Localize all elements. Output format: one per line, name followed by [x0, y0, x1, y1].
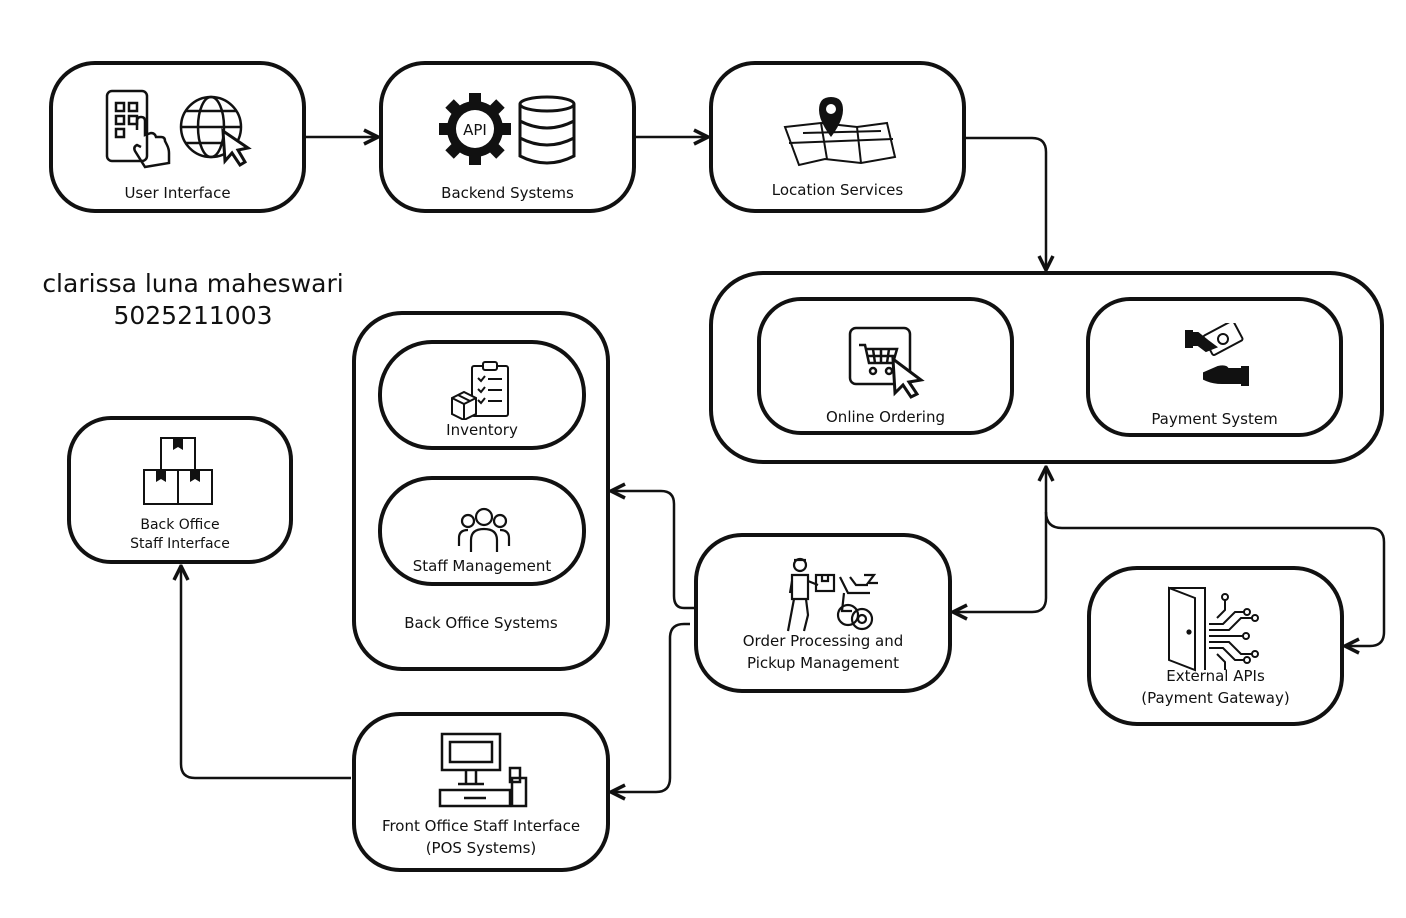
api-badge: API [463, 121, 487, 139]
back-office-staff-label-1: Back Office [140, 517, 220, 533]
front-office-label-2: (POS Systems) [425, 839, 537, 857]
order-processing-label-1: Order Processing and [742, 632, 904, 650]
back-office-staff-label-2: Staff Interface [130, 536, 230, 552]
arrow-location-to-ordering [966, 136, 1046, 270]
inventory-node: Inventory [378, 340, 586, 450]
location-services-node: Location Services [709, 61, 966, 213]
backend-systems-label: Backend Systems [441, 184, 574, 202]
staff-group-icon [457, 507, 511, 552]
user-interface-node: User Interface [49, 61, 306, 213]
staff-management-label: Staff Management [412, 557, 552, 575]
staff-management-node: Staff Management [378, 476, 586, 586]
delivery-person-icon [786, 557, 878, 632]
back-office-staff-interface-node: Back Office Staff Interface [67, 416, 293, 564]
author-name: clarissa luna maheswari [42, 269, 344, 298]
inventory-clipboard-icon [451, 361, 509, 420]
back-office-systems-label: Back Office Systems [404, 614, 558, 632]
arrow-order-to-front-office [611, 622, 690, 792]
map-pin-icon [783, 97, 897, 167]
globe-cursor-icon [179, 95, 252, 168]
boxes-icon [143, 437, 213, 505]
front-office-label-1: Front Office Staff Interface [381, 817, 581, 835]
external-apis-label-2: (Payment Gateway) [1141, 689, 1290, 707]
external-apis-label-1: External APIs [1166, 667, 1265, 685]
arrow-to-external-apis [1044, 511, 1386, 646]
payment-system-node: Payment System [1086, 297, 1343, 437]
database-icon [518, 95, 576, 165]
backend-systems-node: API Backend Systems [379, 61, 636, 213]
payment-hands-icon [1185, 323, 1249, 386]
payment-system-label: Payment System [1151, 410, 1278, 428]
arrow-ordering-to-order-processing [953, 467, 1046, 612]
order-processing-node: Order Processing and Pickup Management [694, 533, 952, 693]
order-processing-label-2: Pickup Management [747, 654, 899, 672]
location-services-label: Location Services [771, 181, 904, 199]
shopping-cart-icon [848, 326, 925, 399]
front-office-staff-interface-node: Front Office Staff Interface (POS System… [352, 712, 610, 872]
tablet-touch-icon [105, 89, 171, 169]
inventory-label: Inventory [446, 421, 518, 439]
arrow-front-to-back-office-staff [181, 566, 351, 780]
api-gear-icon: API [439, 93, 511, 165]
arrow-order-to-back-office [611, 491, 694, 610]
online-ordering-label: Online Ordering [826, 408, 945, 426]
pos-terminal-icon [438, 732, 528, 808]
door-circuit-icon [1168, 586, 1259, 672]
online-ordering-node: Online Ordering [757, 297, 1014, 435]
user-interface-label: User Interface [124, 184, 231, 202]
author-id: 5025211003 [113, 301, 273, 330]
author-block: clarissa luna maheswari 5025211003 [30, 268, 356, 332]
external-apis-node: External APIs (Payment Gateway) [1087, 566, 1344, 726]
